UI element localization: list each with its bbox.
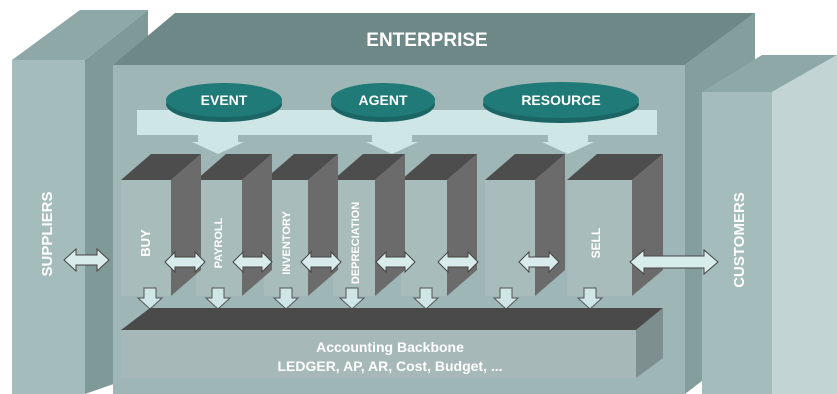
process-block-3: INVENTORY xyxy=(264,154,338,296)
oval-agent-label: AGENT xyxy=(359,92,408,108)
process-label-buy: BUY xyxy=(138,229,153,257)
down-arrow xyxy=(272,287,300,310)
oval-agent: AGENT xyxy=(331,83,435,122)
down-arrow xyxy=(492,287,520,310)
customers-label: CUSTOMERS xyxy=(731,192,748,288)
suppliers-label: SUPPLIERS xyxy=(39,191,56,276)
process-block-1: BUY xyxy=(121,154,201,296)
backbone-subtitle: LEDGER, AP, AR, Cost, Budget, ... xyxy=(277,358,502,374)
process-block-5 xyxy=(401,154,477,296)
double-arrow xyxy=(164,250,206,274)
process-block-2: PAYROLL xyxy=(196,154,272,296)
oval-resource: RESOURCE xyxy=(483,82,639,123)
oval-resource-label: RESOURCE xyxy=(521,92,600,108)
double-arrow xyxy=(629,248,719,276)
customers-panel: CUSTOMERS xyxy=(702,55,837,394)
accounting-backbone: Accounting Backbone LEDGER, AP, AR, Cost… xyxy=(121,308,663,378)
double-arrow xyxy=(63,247,110,273)
double-arrow xyxy=(232,250,273,274)
down-arrow xyxy=(338,287,366,310)
down-arrow xyxy=(204,287,232,310)
process-block-7: SELL xyxy=(567,154,663,296)
double-arrow xyxy=(518,250,560,274)
process-block-4: DEPRECIATION xyxy=(333,154,405,296)
double-arrow xyxy=(300,250,342,274)
double-arrow xyxy=(437,250,479,274)
backbone-title: Accounting Backbone xyxy=(316,339,464,355)
process-block-6 xyxy=(485,154,565,296)
double-arrows xyxy=(63,247,719,276)
enterprise-title: ENTERPRISE xyxy=(366,30,487,51)
down-arrow xyxy=(412,287,440,310)
double-arrow xyxy=(375,250,416,274)
down-arrow xyxy=(136,287,164,310)
down-arrow xyxy=(576,287,604,310)
process-label-inventory: INVENTORY xyxy=(281,211,293,275)
down-arrows xyxy=(136,287,604,310)
process-label-depreciation: DEPRECIATION xyxy=(350,202,362,284)
oval-event-label: EVENT xyxy=(201,92,248,108)
process-label-payroll: PAYROLL xyxy=(213,217,225,268)
process-label-sell: SELL xyxy=(589,228,603,259)
oval-event: EVENT xyxy=(166,83,282,122)
